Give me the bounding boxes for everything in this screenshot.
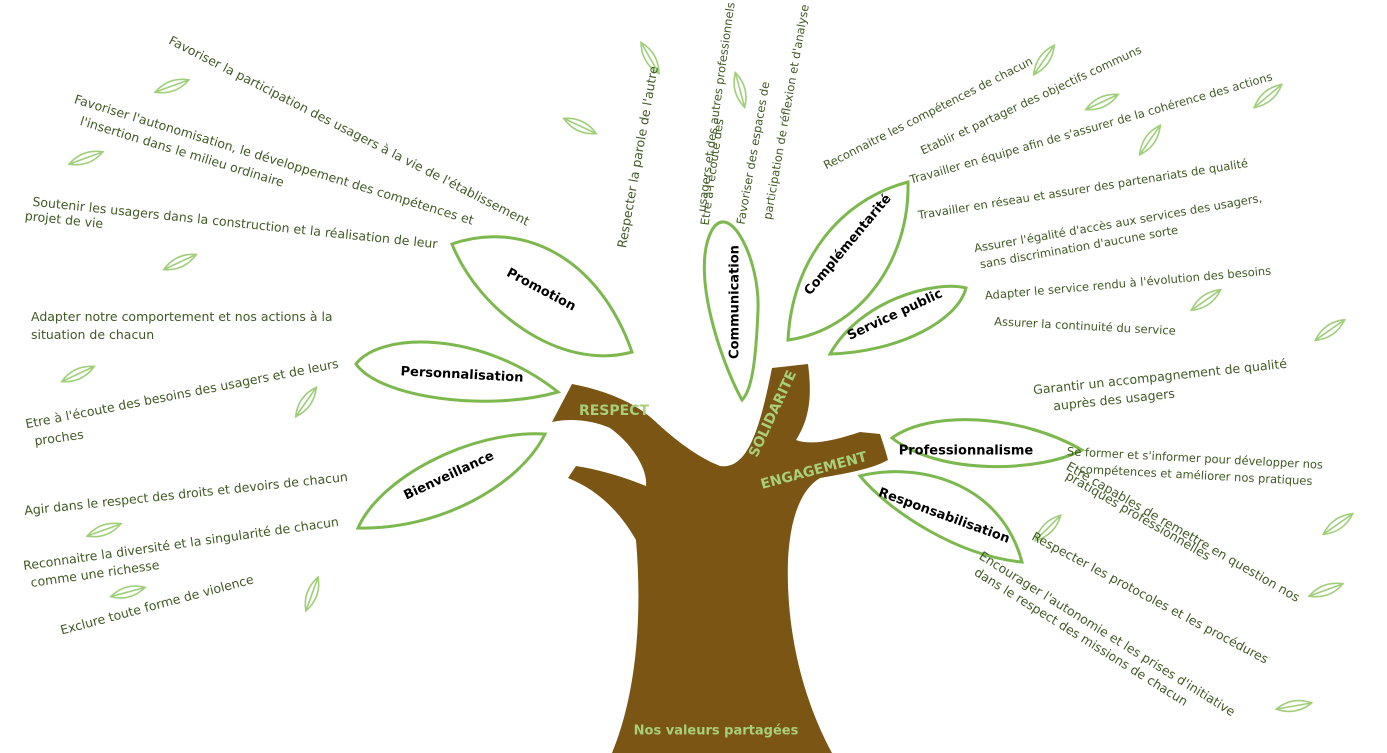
decorative-leaf-icon [1321, 512, 1355, 536]
decorative-leaf-icon [733, 71, 747, 109]
decorative-leaf-icon [1084, 93, 1120, 111]
trunk-label-respect: RESPECT [578, 403, 650, 419]
decorative-leaf-icon [1313, 318, 1347, 342]
decorative-leaf-icon [162, 253, 198, 271]
decorative-leaf-icon [1189, 288, 1223, 312]
personnalisation-item: Adapter notre comportement et nos action… [31, 309, 333, 324]
leaf-complementarite [786, 180, 910, 342]
leaf-bienveillance [355, 432, 548, 530]
decorative-leaf-icon [640, 40, 660, 76]
leaf-professionnalisme [889, 418, 1086, 469]
decorative-leaf-icon [153, 78, 191, 94]
decorative-leaf-icon [60, 365, 96, 383]
footer-caption: Nos valeurs partagées [633, 723, 799, 739]
decorative-leaf-icon [562, 117, 598, 135]
category-professionnalisme: Professionnalisme [898, 443, 1034, 459]
decorative-leaf-icon [1252, 83, 1284, 109]
decorative-leaf-icon [85, 522, 123, 538]
decorative-leaf-icon [304, 575, 320, 613]
decorative-leaf-icon [67, 150, 105, 166]
leaf-communication [702, 220, 760, 403]
decorative-leaf-icon [294, 385, 318, 419]
decorative-leaf-icon [1138, 123, 1162, 157]
decorative-leaf-icon [1032, 43, 1056, 77]
personnalisation-item: situation de chacun [31, 327, 155, 342]
decorative-leaf-icon [1034, 514, 1062, 542]
leaf-service-public [827, 284, 968, 356]
decorative-leaf-icon [1307, 582, 1345, 598]
leaf-responsabilisation [857, 470, 1025, 564]
leaf-promotion [450, 235, 634, 358]
category-communication: Communication [727, 245, 743, 359]
decorative-leaf-icon [109, 585, 147, 599]
leaf-personnalisation [354, 340, 562, 403]
decorative-leaf-icon [1274, 699, 1314, 713]
tree-trunk [552, 364, 888, 753]
